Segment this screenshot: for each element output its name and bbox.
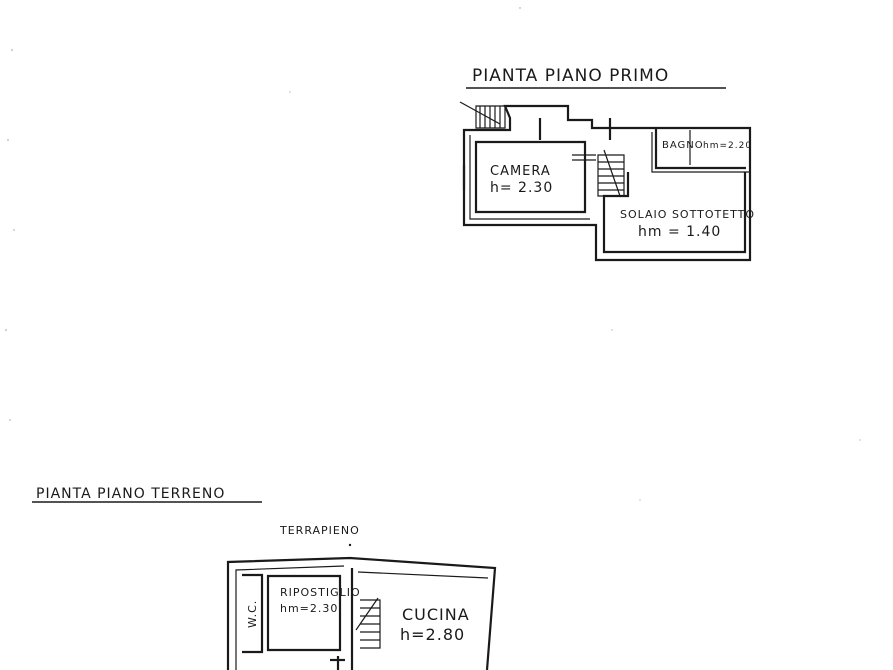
bagno-room <box>654 128 746 170</box>
first-floor-title: PIANTA PIANO PRIMO <box>472 66 669 86</box>
ripostiglio-room <box>266 574 342 652</box>
stair-center <box>597 149 625 197</box>
bagno-label: BAGNO <box>662 140 704 151</box>
ground-floor-title: PIANTA PIANO TERRENO <box>36 486 225 502</box>
ripostiglio-label: RIPOSTIGLIO <box>280 586 361 599</box>
north-mark <box>348 543 352 547</box>
stair-top-left <box>459 101 506 129</box>
camera-height: h= 2.30 <box>490 180 553 196</box>
camera-label: CAMERA <box>490 164 551 179</box>
scan-noise <box>5 7 861 501</box>
camera-room <box>474 140 587 214</box>
cucina-height: h=2.80 <box>400 625 465 644</box>
solaio-height: hm = 1.40 <box>638 224 721 240</box>
terrapieno-label: TERRAPIENO <box>279 524 360 537</box>
cucina-label: CUCINA <box>402 605 470 624</box>
solaio-room <box>602 172 747 254</box>
wc-room <box>242 573 264 654</box>
ripostiglio-height: hm=2.30 <box>280 602 338 615</box>
stair-ground <box>355 597 381 649</box>
bagno-height: hm=2.20 <box>703 141 752 151</box>
wc-label: W.C. <box>246 600 259 628</box>
first-floor-plan <box>459 101 752 262</box>
solaio-label: SOLAIO SOTTOTETTO <box>620 208 755 221</box>
ground-floor-plan <box>226 556 497 670</box>
